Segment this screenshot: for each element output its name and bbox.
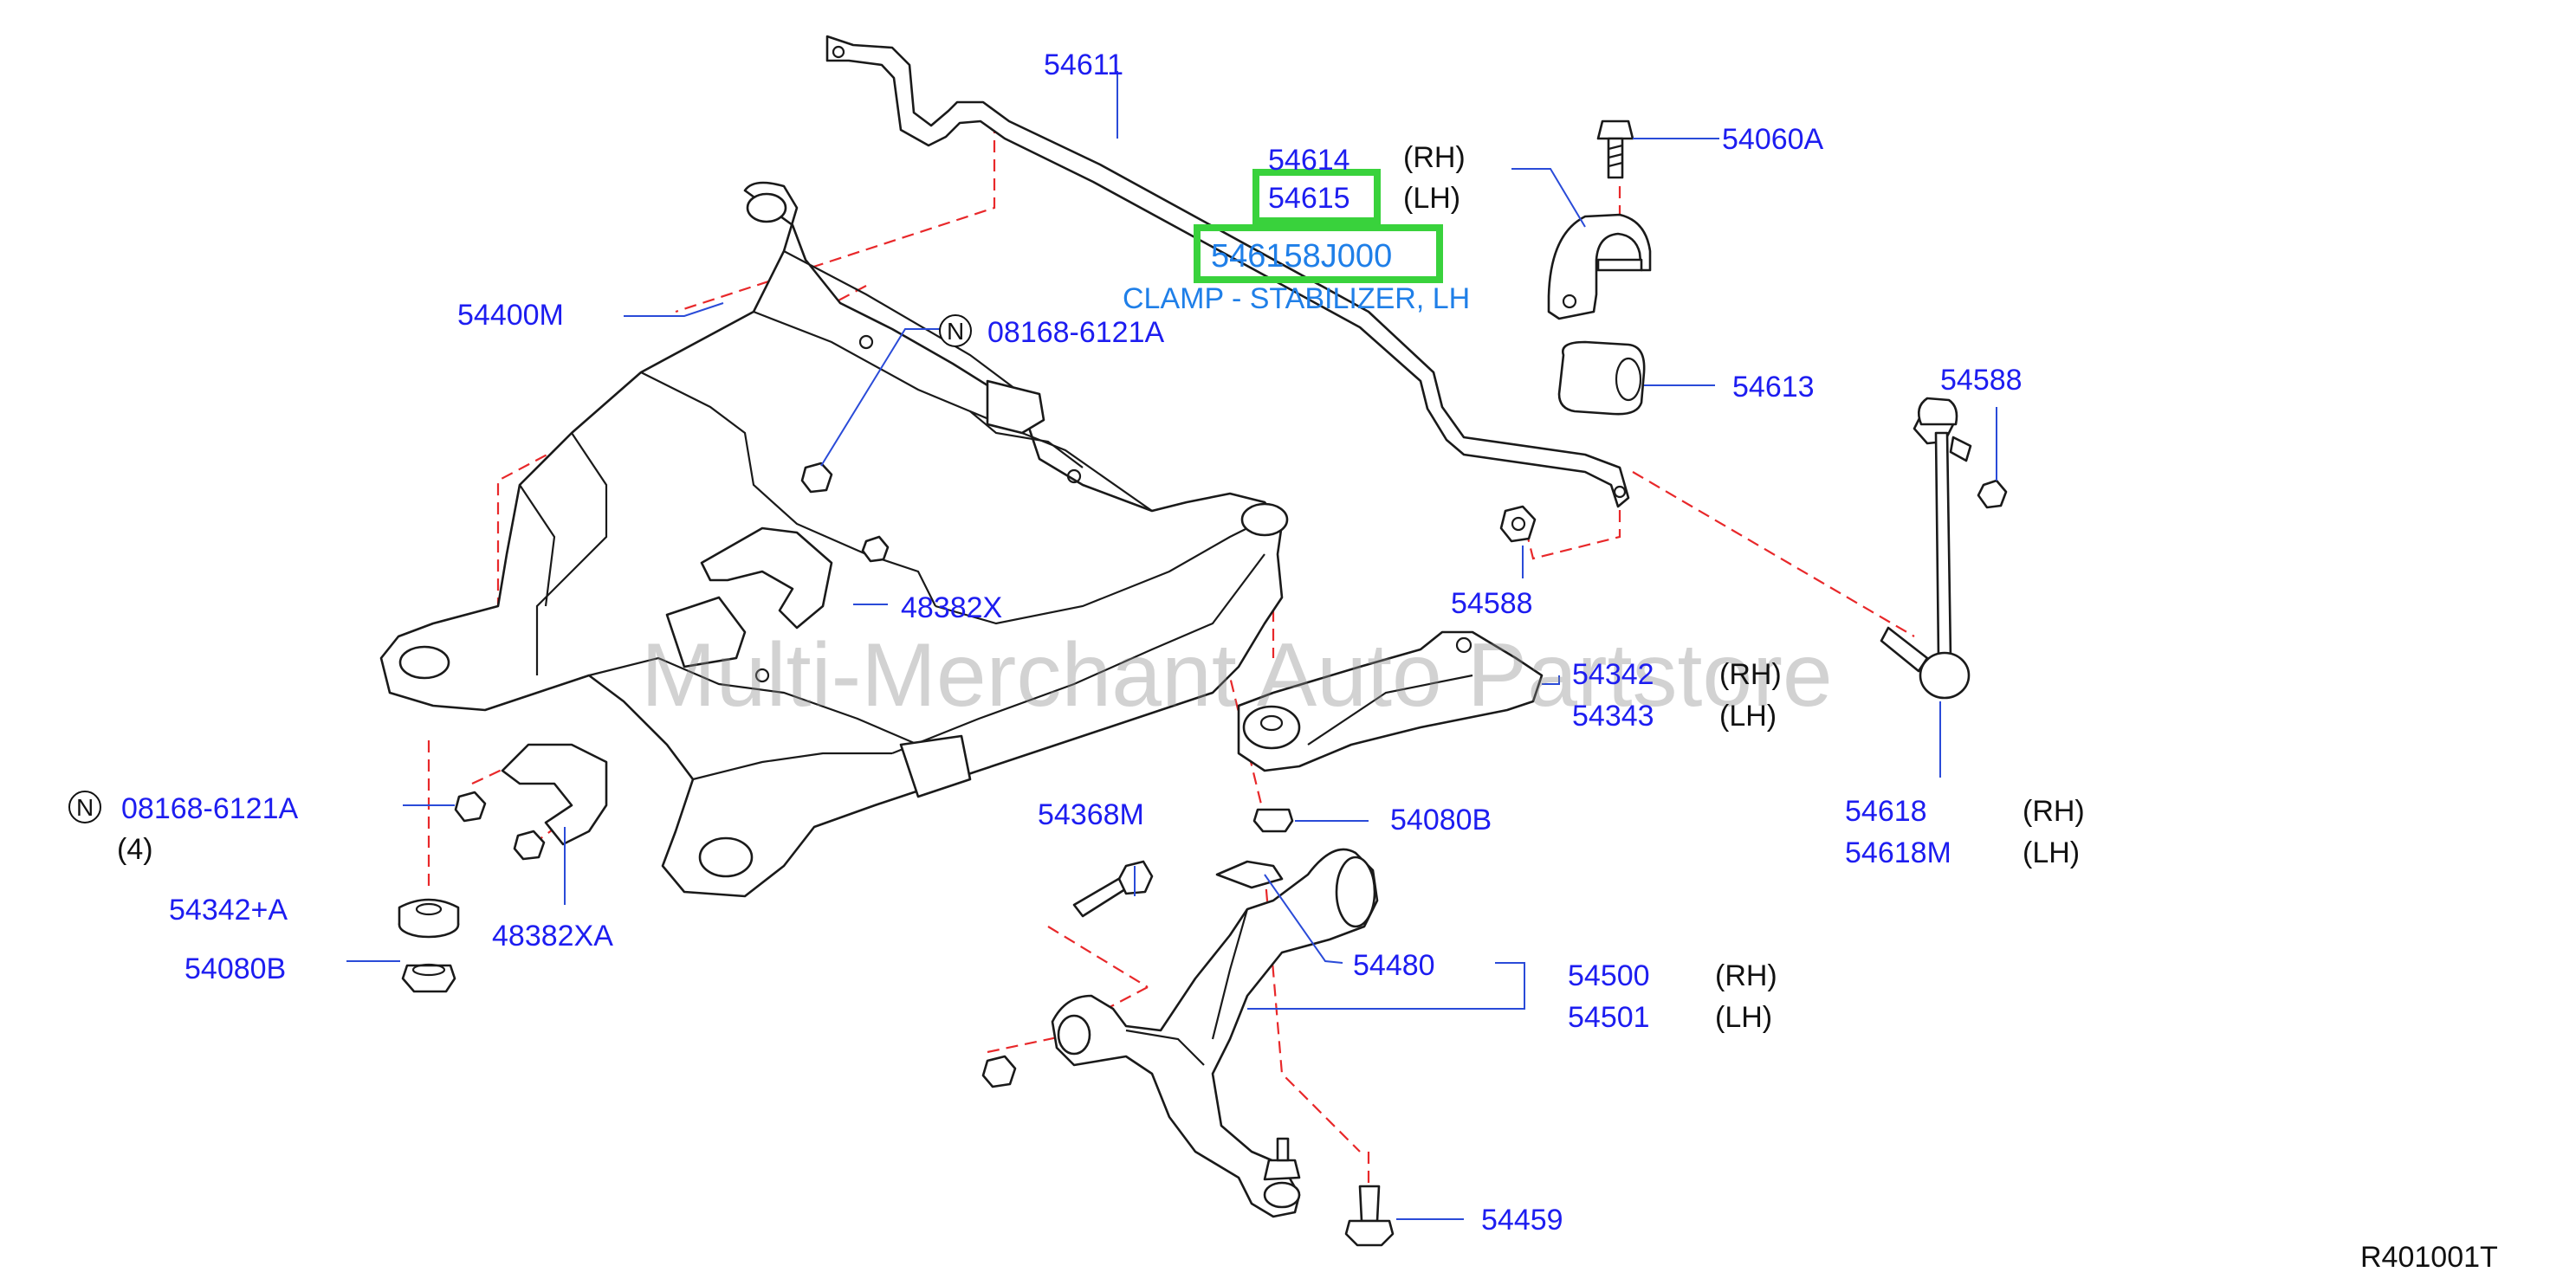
nut-08168-left xyxy=(454,791,487,823)
label-54060A[interactable]: 54060A xyxy=(1722,123,1824,156)
label-54501-side: (LH) xyxy=(1715,1001,1772,1034)
label-54618M[interactable]: 54618M xyxy=(1845,836,1951,869)
selected-part-description: CLAMP - STABILIZER, LH xyxy=(1123,282,1470,315)
label-08168-left[interactable]: 08168-6121A xyxy=(121,792,299,825)
label-54342[interactable]: 54342 xyxy=(1572,658,1654,691)
label-54343[interactable]: 54343 xyxy=(1572,700,1654,733)
nut-arm-front xyxy=(981,1055,1017,1088)
label-54080B-left[interactable]: 54080B xyxy=(184,952,286,985)
selected-part-number[interactable]: 546158J000 xyxy=(1211,238,1392,274)
label-54501[interactable]: 54501 xyxy=(1568,1001,1650,1034)
n-symbol-left: N xyxy=(68,791,101,823)
highlight-box-54615 xyxy=(1252,169,1381,224)
label-08168-top[interactable]: 08168-6121A xyxy=(987,316,1165,349)
label-54500-side: (RH) xyxy=(1715,959,1777,992)
bushing-54613 xyxy=(1557,340,1646,416)
label-54614-side: (RH) xyxy=(1403,141,1466,174)
mount-54342A xyxy=(398,898,460,939)
nut-54080B-right xyxy=(1252,808,1294,833)
nut-54080B-left xyxy=(401,963,456,993)
nut-48382XA xyxy=(513,830,546,861)
label-quantity-4: (4) xyxy=(117,833,153,866)
highlight-box-546158J000 xyxy=(1194,224,1443,283)
nut-08168-top xyxy=(800,462,833,494)
label-54080B-right[interactable]: 54080B xyxy=(1390,804,1492,836)
bolt-54368M xyxy=(1072,860,1154,918)
label-54588-mid[interactable]: 54588 xyxy=(1451,587,1533,620)
label-54343-side: (LH) xyxy=(1719,700,1777,733)
stabilizer-clamp xyxy=(1547,213,1652,320)
bolt-54459 xyxy=(1344,1185,1395,1247)
label-54613[interactable]: 54613 xyxy=(1732,371,1815,404)
label-54459[interactable]: 54459 xyxy=(1481,1204,1563,1237)
label-54614[interactable]: 54614 xyxy=(1268,144,1350,177)
label-54618[interactable]: 54618 xyxy=(1845,795,1927,828)
label-54368M[interactable]: 54368M xyxy=(1038,798,1144,831)
stabilizer-bar xyxy=(825,35,1630,508)
member-54342 xyxy=(1237,630,1544,772)
label-48382X[interactable]: 48382X xyxy=(901,591,1002,624)
watermark: Multi-Merchant Auto Partstore xyxy=(641,625,1833,726)
label-54588-right[interactable]: 54588 xyxy=(1940,364,2023,397)
bolt-54060A xyxy=(1596,119,1634,179)
front-subframe xyxy=(379,181,1289,898)
label-48382XA[interactable]: 48382XA xyxy=(492,920,613,952)
n-symbol-top-text: N xyxy=(947,318,964,345)
n-symbol-left-text: N xyxy=(76,794,94,821)
n-symbol-top: N xyxy=(939,314,972,347)
label-54342-side: (RH) xyxy=(1719,658,1782,691)
nut-54588-mid xyxy=(1499,505,1537,543)
insulator-48382X xyxy=(700,526,890,630)
lower-control-arm xyxy=(1051,848,1379,1218)
label-54611[interactable]: 54611 xyxy=(1044,48,1123,81)
label-54615-side: (LH) xyxy=(1403,182,1460,215)
diagram-reference-code: R401001T xyxy=(2360,1241,2498,1274)
label-54342A[interactable]: 54342+A xyxy=(169,894,288,927)
insulator-48382XA xyxy=(501,743,608,846)
stabilizer-link xyxy=(1880,397,2008,700)
label-54618-side: (RH) xyxy=(2023,795,2085,828)
label-54400M[interactable]: 54400M xyxy=(457,299,564,332)
label-54500[interactable]: 54500 xyxy=(1568,959,1650,992)
label-54480[interactable]: 54480 xyxy=(1353,949,1435,982)
label-54615[interactable]: 54615 xyxy=(1268,182,1350,215)
label-54618M-side: (LH) xyxy=(2023,836,2080,869)
